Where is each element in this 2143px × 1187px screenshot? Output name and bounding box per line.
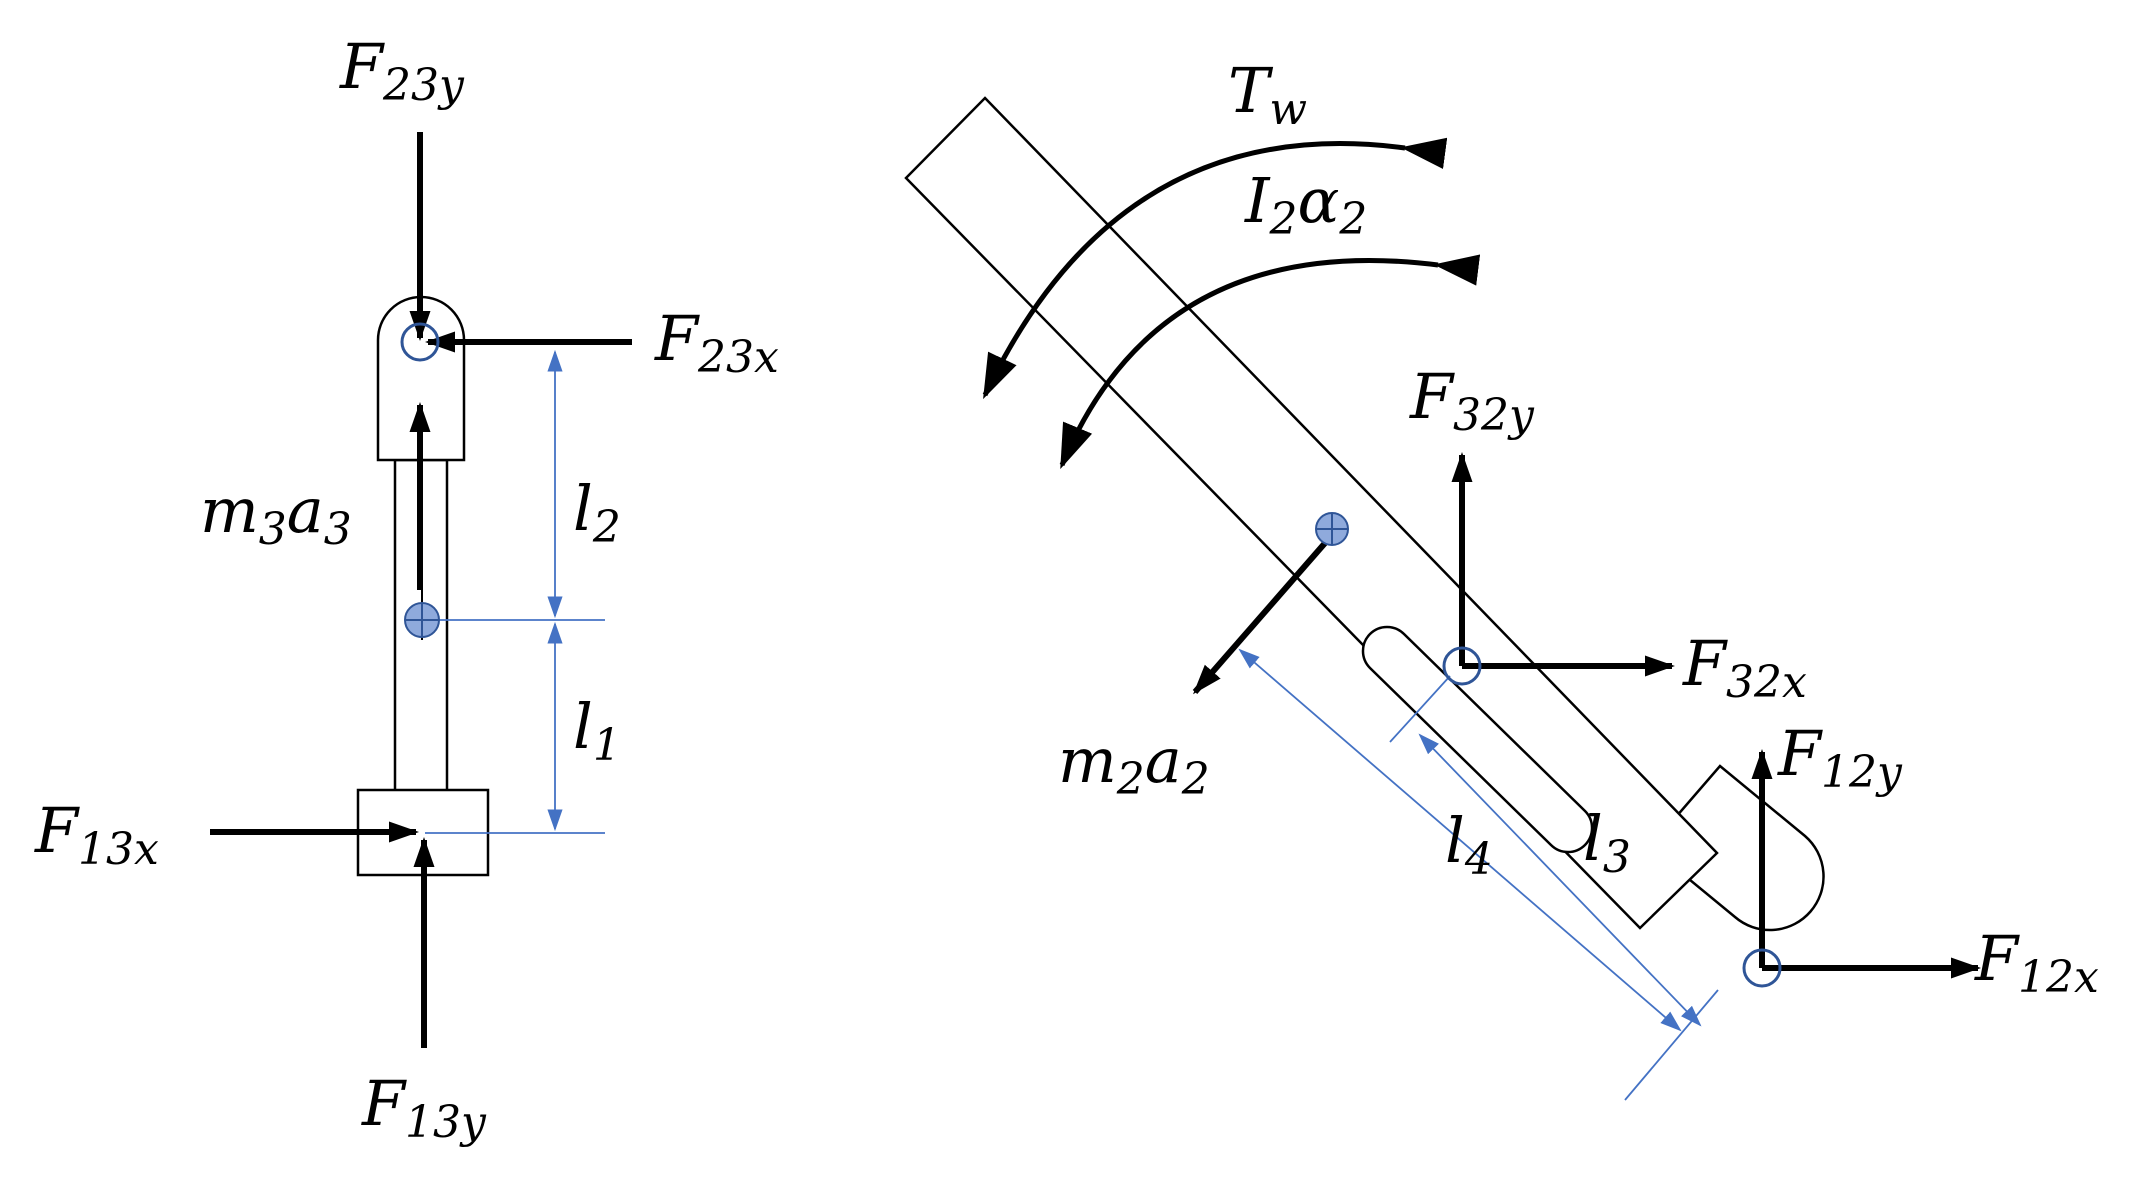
f23y-label: F23y: [339, 30, 465, 111]
i2a2-moment-arrow: [1059, 254, 1481, 470]
link2-centroid-marker: [1315, 512, 1349, 546]
m2a2-arrow: [1192, 533, 1335, 695]
i2a2-label: I2α2: [1244, 164, 1367, 245]
l4-label: l4: [1445, 804, 1493, 885]
f32x-label: F32x: [1682, 627, 1807, 708]
f32y-label: F32y: [1409, 360, 1535, 441]
link2-dimensions: [1238, 648, 1719, 1101]
link3-forces: [210, 132, 632, 1048]
tw-label: Tw: [1228, 54, 1307, 135]
link2-end-pin: [1742, 948, 1782, 988]
l2-label: l2: [573, 472, 621, 553]
link2-slot-pin: [1442, 646, 1482, 686]
l3-dimension-arrow: [1418, 733, 1702, 1027]
f12y-label: F12y: [1777, 717, 1903, 798]
tw-moment-arrow: [982, 137, 1448, 400]
m3a3-label: m3a3: [200, 474, 352, 555]
link2-forces: [1192, 452, 1981, 979]
link3-dimensions: [425, 349, 605, 834]
l3-label: l3: [1583, 802, 1631, 883]
m2a2-label: m2a2: [1058, 724, 1210, 805]
f12x-label: F12x: [1974, 922, 2099, 1003]
link3-top-pin: [400, 322, 440, 362]
f13x-label: F13x: [34, 794, 159, 875]
link2-moments: [982, 137, 1481, 470]
f13y-label: F13y: [361, 1067, 487, 1148]
l1-label: l1: [573, 690, 621, 771]
link3-centroid-marker: [404, 602, 440, 638]
f23x-label: F23x: [654, 302, 779, 383]
